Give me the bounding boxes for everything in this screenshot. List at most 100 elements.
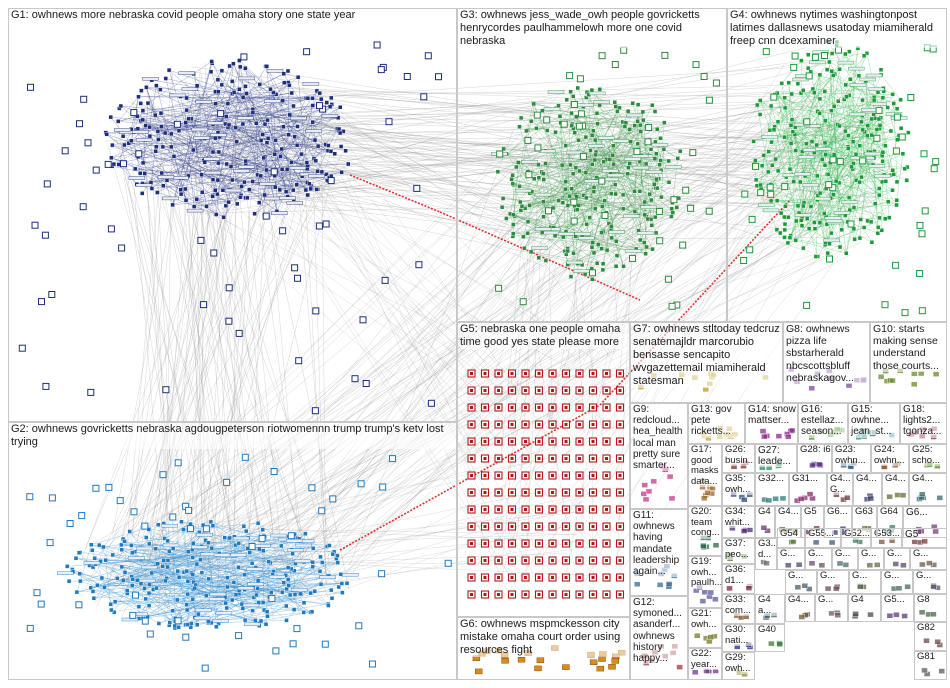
group-box-g24: G24: owhn... [871, 444, 909, 473]
group-label-g24: G24: owhn... [874, 445, 908, 466]
group-box-g33: G33: com... [722, 594, 755, 624]
group-box-g19: G19: owh... paulh... [688, 556, 722, 608]
group-label-g25: G25: scho... [912, 445, 946, 466]
group-box-g51: G5... [881, 594, 914, 622]
group-box-g12: G12: symoned... asanderf... owhnews hist… [630, 596, 688, 680]
group-label-gs11: G... [916, 571, 931, 582]
group-box-g25: G25: scho... [909, 444, 947, 473]
group-box-g16: G16: estellaz... season... [798, 403, 848, 444]
group-label-g32: G32... [758, 474, 784, 485]
group-box-g38: G3... d... [755, 538, 777, 570]
group-label-g35: G35: owh... [725, 474, 754, 495]
group-label-g9: G9: redcloud... hea_health local man pre… [633, 404, 687, 471]
group-label-g38: G3... d... [758, 539, 777, 560]
group-box-gs4: G... [858, 548, 884, 570]
group-label-g16: G16: estellaz... season... [801, 404, 847, 438]
group-box-gs3: G... [832, 548, 858, 570]
group-label-g8x: G8 [917, 595, 930, 606]
group-box-g47: G4 a... [755, 594, 785, 624]
group-label-g64: G64 [880, 507, 898, 518]
group-label-g15: G15: owhne... jean_st... [851, 404, 899, 438]
group-box-g9: G9: redcloud... hea_health local man pre… [630, 403, 688, 509]
group-box-g41: G4... G... [827, 473, 853, 506]
group-box-g32: G32... [755, 473, 789, 506]
group-label-g51: G5... [884, 595, 905, 606]
group-label-g27: G27: leade... [758, 445, 796, 467]
group-box-g45: G4 [755, 506, 775, 538]
group-label-g46: G4... [778, 507, 799, 518]
group-label-g60: G6... [827, 507, 848, 518]
group-box-gs5: G... [884, 548, 910, 570]
group-box-g64: G64 [877, 506, 903, 538]
group-box-g15: G15: owhne... jean_st... [848, 403, 900, 444]
group-label-g65: G6... [906, 507, 928, 518]
group-box-g82: G82 [914, 622, 947, 651]
group-box-g34: G34: whit... [722, 506, 755, 538]
group-box-g3: G3: owhnews jess_wade_owh people govrick… [457, 8, 727, 322]
group-label-gs1: G... [780, 549, 795, 560]
group-label-g3: G3: owhnews jess_wade_owh people govrick… [460, 9, 726, 48]
group-label-g49: G4 [851, 595, 864, 606]
group-label-g63: G63 [855, 507, 873, 518]
group-box-g14: G14: snow mattser... [745, 403, 798, 444]
group-box-g11: G11: owhnews having mandate leadership a… [630, 509, 688, 596]
group-label-g82: G82 [917, 623, 935, 634]
group-label-gs3: G... [835, 549, 850, 560]
group-box-g7: G7: owhnews stltoday tedcruz senatemajld… [630, 322, 783, 403]
group-label-g1: G1: owhnews more nebraska covid people o… [11, 9, 355, 22]
group-box-gs10: G... [881, 570, 913, 594]
group-label-g23: G23: owhn... [835, 445, 870, 466]
group-box-g21: G21: owh... [688, 608, 722, 648]
group-box-g20: G20: team cong... [688, 506, 722, 556]
group-box-g8x: G8 [914, 594, 947, 622]
group-box-g1: G1: owhnews more nebraska covid people o… [8, 8, 457, 422]
group-label-g40: G40 [758, 625, 776, 636]
group-box-gs11: G... [913, 570, 947, 594]
group-label-g29: G29: owh... [725, 653, 754, 674]
group-box-g17: G17: good masks data... [688, 444, 722, 506]
group-label-g42: G4... [856, 474, 877, 485]
group-box-gs7: G... [785, 570, 817, 594]
group-box-g30: G30: nati... [722, 624, 755, 652]
group-label-g81: G81 [917, 652, 935, 663]
group-label-g2: G2: owhnews govricketts nebraska agdougp… [11, 423, 456, 449]
group-label-gs10: G... [884, 571, 899, 582]
group-label-g31: G31... [792, 474, 818, 485]
group-label-g7: G7: owhnews stltoday tedcruz senatemajld… [633, 323, 782, 388]
group-box-g29: G29: owh... [722, 652, 755, 680]
group-box-gs6: G... [910, 548, 947, 570]
group-box-gs12: G... [815, 594, 848, 622]
group-label-g5: G5: nebraska one people omaha time good … [460, 323, 629, 349]
group-box-g37: G37: peo... [722, 538, 755, 564]
group-box-g36: G36: d1... [722, 564, 755, 594]
group-label-gs8: G... [820, 571, 835, 582]
group-box-g8: G8: owhnews pizza life sbstarherald nbcs… [783, 322, 870, 403]
group-box-g23: G23: owhn... [832, 444, 871, 473]
group-box-g13: G13: gov pete ricketts... [688, 403, 745, 444]
group-label-g13: G13: gov pete ricketts... [691, 404, 744, 438]
group-label-g45: G4 [758, 507, 771, 518]
group-box-g49: G4 [848, 594, 881, 622]
group-box-gs2: G... [805, 548, 832, 570]
group-box-gs9: G... [849, 570, 881, 594]
group-label-gs7: G... [788, 571, 803, 582]
group-label-g21: G21: owh... [691, 609, 721, 630]
group-box-g35: G35: owh... [722, 473, 755, 506]
group-label-g14: G14: snow mattser... [748, 404, 797, 426]
group-box-g28: G28: i6 [797, 444, 832, 473]
group-label-gs9: G... [852, 571, 867, 582]
group-label-g28: G28: i6 [800, 445, 831, 456]
group-box-g54: G54 [777, 528, 805, 548]
group-label-g47: G4 a... [758, 595, 784, 616]
group-box-g18: G18: lights2... tgonza... [900, 403, 947, 444]
group-label-gs6: G... [913, 549, 928, 560]
group-label-g37: G37: peo... [725, 539, 754, 560]
group-box-g63: G63 [852, 506, 877, 538]
group-label-g50: G5 [804, 507, 817, 518]
group-box-g27: G27: leade... [755, 444, 797, 473]
group-label-g11: G11: owhnews having mandate leadership a… [633, 510, 687, 577]
group-label-gs5: G... [887, 549, 902, 560]
group-box-g6: G6: owhnews mspmckesson city mistake oma… [457, 617, 630, 680]
group-label-g20: G20: team cong... [691, 507, 721, 539]
